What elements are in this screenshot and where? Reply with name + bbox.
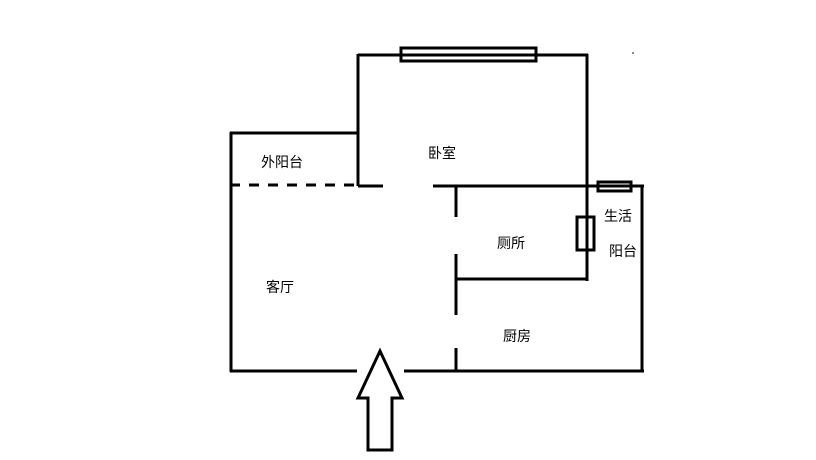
balcony-window (596, 180, 633, 193)
room-label-kitchen: 厨房 (503, 329, 531, 345)
dot (632, 52, 634, 54)
room-label-utility-balcony-2: 阳台 (609, 244, 637, 260)
entrance-arrow-icon (355, 347, 405, 452)
room-label-toilet: 厕所 (497, 236, 525, 252)
bedroom-window (399, 46, 538, 63)
room-label-bedroom: 卧室 (428, 146, 456, 162)
room-label-living-room: 客厅 (266, 280, 294, 296)
room-label-utility-balcony-1: 生活 (604, 209, 632, 225)
toilet-window (575, 215, 596, 252)
room-label-outer-balcony: 外阳台 (261, 155, 303, 171)
